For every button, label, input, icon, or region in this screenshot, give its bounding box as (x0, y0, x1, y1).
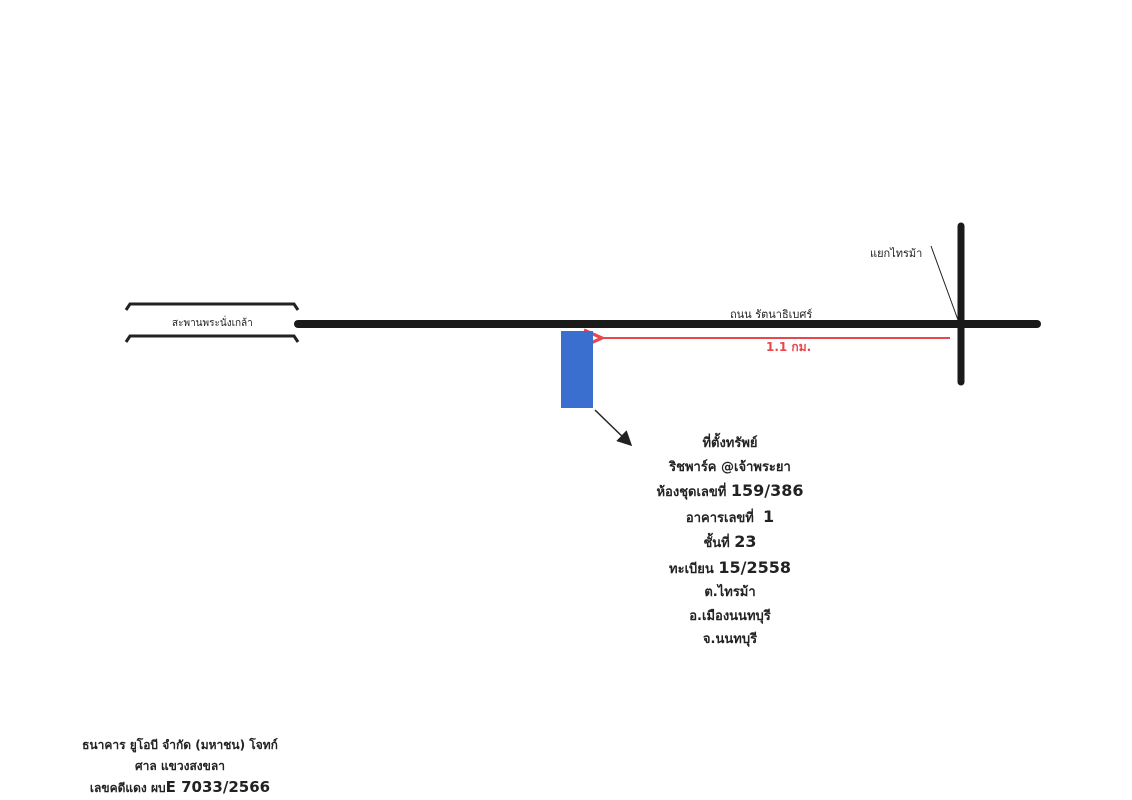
distance-label: 1.1 กม. (766, 340, 812, 354)
bridge-bottom-edge (124, 334, 300, 343)
case-number-value: E 7033/2566 (165, 778, 271, 796)
building-label: อาคารเลขที่ (685, 510, 754, 526)
intersection-leader-line (930, 245, 959, 321)
property-building: อาคารเลขที่ 1 (600, 505, 860, 531)
bridge-label: สะพานพระนั่งเกล้า (172, 318, 253, 329)
registration-number: 15/2558 (718, 557, 791, 577)
unit-label: ห้องชุดเลขที่ (656, 485, 727, 500)
registration-label: ทะเบียน (669, 561, 714, 577)
property-project: ริชพาร์ค @เจ้าพระยา (669, 459, 791, 475)
case-number: เลขคดีแดง ผบE 7033/2566 (40, 777, 320, 799)
unit-number: 159/386 (730, 481, 804, 500)
case-court: ศาล แขวงสงขลา (135, 759, 225, 773)
property-marker (561, 331, 593, 408)
building-number: 1 (762, 506, 775, 526)
floor-label: ชั้นที่ (703, 536, 730, 551)
property-province: จ.นนทบุรี (702, 632, 758, 647)
case-plaintiff: ธนาคาร ยูโอบี จำกัด (มหาชน) โจทก์ (82, 738, 278, 752)
intersection-label: แยกไทรม้า (870, 247, 923, 260)
property-unit: ห้องชุดเลขที่ 159/386 (600, 479, 860, 505)
property-district: อ.เมืองนนทบุรี (689, 608, 771, 624)
property-subdistrict: ต.ไทรม้า (704, 585, 756, 600)
bridge-top-edge (124, 302, 300, 311)
case-number-label: เลขคดีแดง ผบ (89, 781, 166, 795)
case-info: ธนาคาร ยูโอบี จำกัด (มหาชน) โจทก์ ศาล แข… (40, 735, 320, 799)
road-label: ถนน รัตนาธิเบศร์ (730, 308, 813, 321)
property-registration: ทะเบียน 15/2558 (600, 556, 860, 582)
property-floor: ชั้นที่ 23 (600, 530, 860, 556)
property-heading: ที่ตั้งทรัพย์ (702, 436, 758, 451)
floor-number: 23 (734, 532, 757, 551)
property-pointer-arrow (594, 409, 633, 447)
property-info: ที่ตั้งทรัพย์ ริชพาร์ค @เจ้าพระยา ห้องชุ… (600, 432, 860, 652)
